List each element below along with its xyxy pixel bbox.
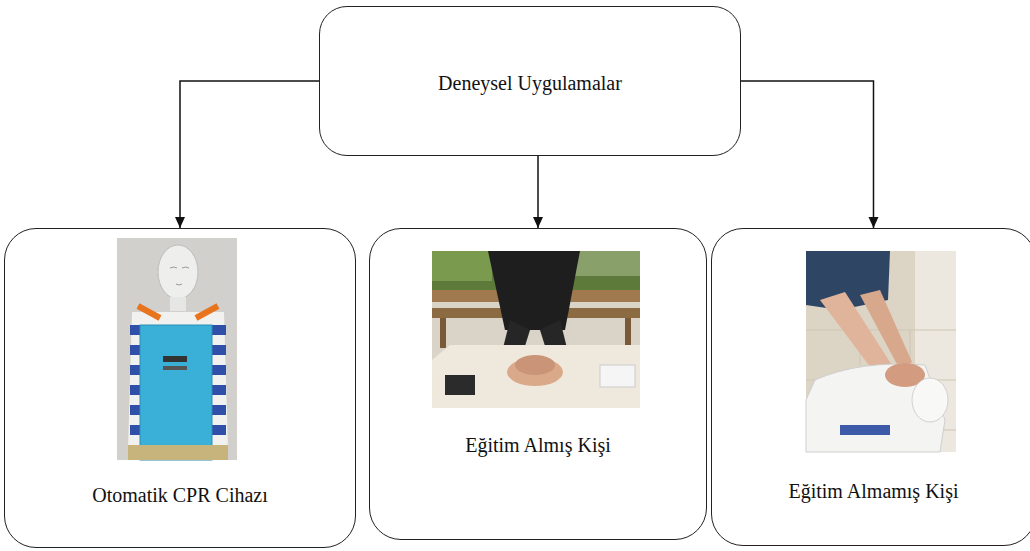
root-label: Deneysel Uygulamalar — [320, 71, 740, 95]
arrow-head — [533, 217, 543, 228]
caption-label: Eğitim Almamış Kişi — [712, 479, 1030, 503]
trained-person-photo — [432, 251, 640, 408]
connector-line — [180, 81, 319, 228]
root-box: Deneysel Uygulamalar — [319, 6, 741, 156]
caption-label: Otomatik CPR Cihazı — [5, 483, 355, 507]
caption-label: Eğitim Almış Kişi — [370, 433, 706, 457]
category-box: Eğitim Almamış Kişi — [711, 228, 1030, 546]
cpr-device-photo — [117, 238, 237, 460]
untrained-person-photo — [806, 251, 956, 452]
arrow-head — [869, 217, 879, 228]
arrow-connector — [175, 81, 319, 228]
arrow-head — [175, 217, 185, 228]
category-box: Otomatik CPR Cihazı — [4, 228, 356, 548]
connector-line — [741, 81, 874, 228]
arrow-connector — [741, 81, 879, 228]
arrow-connector — [533, 156, 543, 228]
category-box: Eğitim Almış Kişi — [369, 228, 707, 540]
